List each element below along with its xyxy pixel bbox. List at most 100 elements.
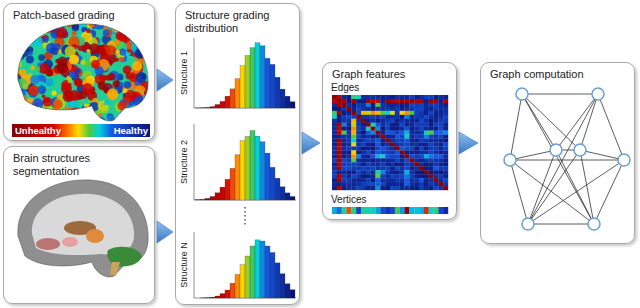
matrix-cell (390, 170, 395, 174)
matrix-cell (438, 139, 443, 143)
matrix-cell (347, 103, 352, 107)
matrix-cell (409, 154, 414, 158)
matrix-cell (390, 182, 395, 186)
grading-patch (35, 23, 40, 28)
matrix-cell (342, 158, 347, 162)
matrix-cell (342, 154, 347, 158)
histogram-axis (194, 38, 195, 108)
matrix-cell (376, 174, 381, 178)
grading-patch (34, 66, 40, 72)
matrix-cell (400, 146, 405, 150)
matrix-cell (380, 182, 385, 186)
grading-patch (147, 100, 153, 106)
grading-patch (86, 114, 98, 126)
matrix-cell (361, 186, 366, 190)
matrix-cell (409, 103, 414, 107)
matrix-cell (356, 143, 361, 147)
matrix-cell (361, 178, 366, 182)
matrix-cell (424, 178, 429, 182)
vertex-cell (424, 207, 429, 214)
matrix-cell (376, 162, 381, 166)
matrix-cell (429, 170, 434, 174)
matrix-cell (351, 119, 356, 123)
matrix-cell (424, 150, 429, 154)
matrix-cell (332, 99, 337, 103)
matrix-cell (443, 95, 448, 99)
matrix-cell (395, 178, 400, 182)
matrix-cell (337, 150, 342, 154)
grading-patch (51, 112, 62, 123)
matrix-cell (351, 135, 356, 139)
matrix-cell (337, 182, 342, 186)
matrix-cell (332, 143, 337, 147)
vertex-cell (438, 207, 443, 214)
matrix-cell (434, 186, 439, 190)
matrix-cell (366, 146, 371, 150)
matrix-cell (351, 99, 356, 103)
flow-arrow (157, 69, 173, 91)
matrix-cell (414, 135, 419, 139)
matrix-cell (337, 174, 342, 178)
matrix-cell (405, 170, 410, 174)
matrix-cell (438, 127, 443, 131)
matrix-cell (366, 178, 371, 182)
matrix-cell (434, 182, 439, 186)
matrix-cell (337, 99, 342, 103)
matrix-cell (361, 123, 366, 127)
matrix-cell (376, 178, 381, 182)
matrix-cell (400, 135, 405, 139)
matrix-cell (405, 103, 410, 107)
grading-patch (53, 99, 63, 109)
grading-patch (38, 54, 45, 61)
histogram-bar (230, 89, 235, 108)
matrix-cell (390, 150, 395, 154)
matrix-cell (395, 158, 400, 162)
matrix-cell (390, 103, 395, 107)
matrix-cell (405, 178, 410, 182)
matrix-cell (443, 143, 448, 147)
grading-patch (17, 112, 23, 118)
matrix-cell (332, 146, 337, 150)
matrix-cell (380, 154, 385, 158)
grading-patch (115, 58, 119, 62)
matrix-cell (419, 123, 424, 127)
matrix-cell (380, 123, 385, 127)
matrix-cell (342, 127, 347, 131)
matrix-cell (405, 150, 410, 154)
matrix-cell (332, 150, 337, 154)
matrix-cell (361, 127, 366, 131)
matrix-cell (347, 99, 352, 103)
matrix-cell (385, 115, 390, 119)
matrix-cell (414, 182, 419, 186)
matrix-cell (434, 170, 439, 174)
histogram-bar (235, 275, 240, 299)
matrix-cell (438, 162, 443, 166)
matrix-cell (414, 115, 419, 119)
matrix-cell (337, 107, 342, 111)
matrix-cell (414, 158, 419, 162)
matrix-cell (347, 154, 352, 158)
matrix-cell (405, 143, 410, 147)
grading-patch (80, 60, 85, 65)
grading-map (11, 18, 155, 128)
matrix-cell (429, 99, 434, 103)
grading-patch (13, 103, 24, 114)
grading-patch (15, 86, 19, 90)
graph-edge (510, 160, 624, 161)
matrix-cell (356, 178, 361, 182)
grading-patch (43, 37, 49, 43)
graph-edge (522, 94, 598, 95)
matrix-cell (380, 135, 385, 139)
matrix-cell (366, 170, 371, 174)
matrix-cell (351, 95, 356, 99)
histogram-bar (215, 193, 220, 200)
matrix-cell (361, 166, 366, 170)
matrix-cell (356, 131, 361, 135)
histogram-bar (265, 58, 270, 108)
matrix-cell (419, 95, 424, 99)
histogram-bar (260, 142, 265, 200)
matrix-cell (443, 131, 448, 135)
grading-patch (20, 27, 27, 34)
matrix-cell (409, 123, 414, 127)
matrix-cell (337, 178, 342, 182)
